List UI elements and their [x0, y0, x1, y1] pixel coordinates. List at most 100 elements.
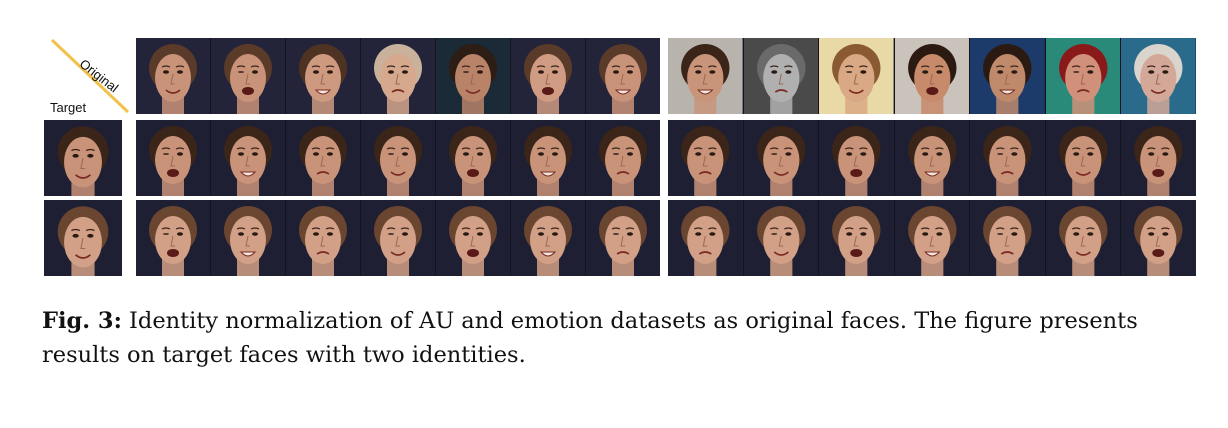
face-image — [1121, 120, 1197, 196]
face-image — [286, 38, 360, 114]
face-image — [894, 120, 970, 196]
target-row-2 — [44, 200, 1197, 276]
face-image — [436, 200, 510, 276]
original-face-au-2 — [211, 38, 286, 114]
result-group-emotion-2 — [668, 200, 1197, 276]
face-image — [361, 120, 435, 196]
face-image — [286, 200, 360, 276]
original-face-emotion-3 — [819, 38, 895, 114]
face-image — [586, 38, 660, 114]
face-image — [894, 38, 970, 114]
face-image — [211, 38, 285, 114]
caption-label: Fig. 3: — [42, 308, 122, 334]
face-image — [819, 38, 894, 114]
original-face-emotion-4 — [894, 38, 971, 114]
result-face-au-row1-7 — [586, 120, 660, 196]
face-image — [1121, 38, 1197, 114]
result-face-au-row2-7 — [586, 200, 660, 276]
face-image — [361, 38, 435, 114]
result-face-emotion-row1-6 — [1045, 120, 1122, 196]
original-face-emotion-2 — [743, 38, 820, 114]
face-image — [436, 120, 510, 196]
result-group-au-1 — [136, 120, 660, 196]
result-face-emotion-row1-2 — [743, 120, 820, 196]
result-face-au-row1-6 — [511, 120, 586, 196]
result-face-emotion-row2-3 — [819, 200, 895, 276]
original-face-au-3 — [286, 38, 361, 114]
original-face-au-1 — [136, 38, 211, 114]
original-face-emotion-6 — [1045, 38, 1122, 114]
face-image — [211, 200, 285, 276]
face-image — [211, 120, 285, 196]
target-face-1 — [44, 120, 122, 196]
face-image — [361, 200, 435, 276]
face-image — [668, 200, 743, 276]
result-face-emotion-row2-4 — [894, 200, 971, 276]
face-image — [1045, 38, 1121, 114]
caption-text: Identity normalization of AU and emotion… — [42, 308, 1138, 368]
face-image — [511, 200, 585, 276]
result-face-au-row2-2 — [211, 200, 286, 276]
original-face-emotion-5 — [970, 38, 1046, 114]
face-image — [819, 200, 894, 276]
face-image — [970, 120, 1045, 196]
face-image — [743, 120, 819, 196]
target-face-2 — [44, 200, 122, 276]
face-image — [511, 38, 585, 114]
result-face-au-row2-3 — [286, 200, 361, 276]
original-face-au-5 — [436, 38, 511, 114]
result-face-au-row1-3 — [286, 120, 361, 196]
result-face-au-row1-4 — [361, 120, 436, 196]
result-face-emotion-row2-5 — [970, 200, 1046, 276]
result-face-emotion-row1-4 — [894, 120, 971, 196]
result-face-au-row1-1 — [136, 120, 211, 196]
result-face-au-row2-5 — [436, 200, 511, 276]
original-face-au-7 — [586, 38, 660, 114]
result-face-emotion-row2-2 — [743, 200, 820, 276]
face-image — [668, 120, 743, 196]
target-label: Target — [50, 100, 87, 115]
face-image — [668, 38, 743, 114]
original-faces-row — [136, 38, 1197, 114]
result-face-emotion-row2-7 — [1121, 200, 1197, 276]
figure-caption: Fig. 3: Identity normalization of AU and… — [42, 304, 1194, 372]
result-face-emotion-row1-3 — [819, 120, 895, 196]
face-image — [586, 120, 660, 196]
result-face-au-row2-4 — [361, 200, 436, 276]
result-face-au-row2-6 — [511, 200, 586, 276]
result-face-emotion-row1-5 — [970, 120, 1046, 196]
face-image — [286, 120, 360, 196]
face-image — [44, 120, 122, 196]
target-row-1 — [44, 120, 1197, 196]
original-group-emotion — [668, 38, 1197, 114]
face-image — [894, 200, 970, 276]
face-image — [970, 38, 1045, 114]
face-image — [136, 200, 210, 276]
original-face-au-6 — [511, 38, 586, 114]
result-face-au-row1-2 — [211, 120, 286, 196]
result-face-au-row1-5 — [436, 120, 511, 196]
face-image — [1045, 120, 1121, 196]
result-face-emotion-row1-1 — [668, 120, 744, 196]
original-face-emotion-7 — [1121, 38, 1197, 114]
corner-header: Original Target — [44, 38, 130, 115]
corner-diagonal — [50, 38, 130, 114]
original-face-emotion-1 — [668, 38, 744, 114]
figure: Original Target — [44, 38, 1197, 276]
result-face-emotion-row1-7 — [1121, 120, 1197, 196]
result-group-emotion-1 — [668, 120, 1197, 196]
face-image — [44, 200, 122, 276]
face-image — [586, 200, 660, 276]
face-image — [511, 120, 585, 196]
face-image — [1045, 200, 1121, 276]
face-image — [743, 38, 819, 114]
result-face-emotion-row2-1 — [668, 200, 744, 276]
face-image — [436, 38, 510, 114]
result-face-au-row2-1 — [136, 200, 211, 276]
original-face-au-4 — [361, 38, 436, 114]
face-image — [743, 200, 819, 276]
face-image — [1121, 200, 1197, 276]
face-image — [136, 120, 210, 196]
face-image — [819, 120, 894, 196]
face-image — [970, 200, 1045, 276]
